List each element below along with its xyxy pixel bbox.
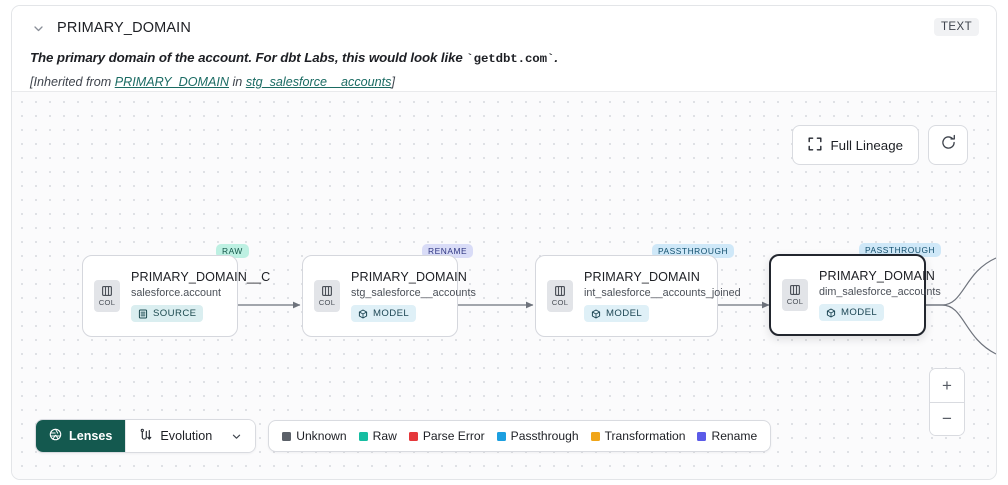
node-subtitle: int_salesforce__accounts_joined bbox=[584, 287, 741, 299]
canvas-top-controls: Full Lineage bbox=[791, 125, 968, 165]
legend-swatch-passthrough bbox=[496, 431, 506, 441]
materialization-label: SOURCE bbox=[153, 308, 197, 319]
page-title: PRIMARY_DOMAIN bbox=[57, 20, 191, 36]
evolution-flow-icon bbox=[139, 428, 153, 445]
materialization-label: MODEL bbox=[606, 308, 643, 319]
inherited-model-link[interactable]: stg_salesforce__accounts bbox=[245, 75, 392, 89]
legend-swatch-unknown bbox=[282, 431, 292, 441]
zoom-controls: + − bbox=[929, 368, 965, 436]
materialization-badge: MODEL bbox=[351, 305, 417, 322]
node-type-pill: PASSTHROUGH bbox=[859, 243, 942, 258]
lineage-node-primary-domain-c[interactable]: COL PRIMARY_DOMAIN__C salesforce.account… bbox=[82, 255, 270, 337]
legend-label: Unknown bbox=[296, 429, 347, 443]
node-title: PRIMARY_DOMAIN bbox=[819, 269, 935, 283]
inherited-middle: in bbox=[229, 75, 246, 89]
canvas-bottom-toolbar: Lenses Evolution bbox=[35, 419, 772, 453]
node-subtitle: salesforce.account bbox=[131, 287, 222, 299]
node-title: PRIMARY_DOMAIN bbox=[584, 270, 700, 284]
node-body: PRIMARY_DOMAIN dim_salesforce_accounts M… bbox=[819, 269, 941, 321]
column-icon: COL bbox=[547, 280, 573, 312]
node-type-pill: RENAME bbox=[422, 244, 474, 259]
materialization-badge: MODEL bbox=[819, 304, 885, 321]
legend-item: Rename bbox=[697, 429, 757, 443]
node-body: PRIMARY_DOMAIN stg_salesforce__accounts … bbox=[351, 270, 476, 322]
zoom-out-button[interactable]: − bbox=[930, 402, 964, 435]
source-table-icon bbox=[138, 309, 148, 319]
lenses-label: Lenses bbox=[69, 429, 113, 443]
column-icon: COL bbox=[782, 279, 808, 311]
lineage-legend: Unknown Raw Parse Error Passthrough bbox=[268, 420, 772, 452]
legend-item: Raw bbox=[358, 429, 397, 443]
legend-label: Raw bbox=[372, 429, 397, 443]
node-body: PRIMARY_DOMAIN int_salesforce__accounts_… bbox=[584, 270, 741, 322]
col-chip-label: COL bbox=[98, 298, 116, 307]
inherited-suffix: ] bbox=[391, 75, 395, 89]
refresh-button[interactable] bbox=[928, 125, 968, 165]
evolution-label: Evolution bbox=[160, 429, 213, 443]
lineage-node-int-salesforce-accounts-joined[interactable]: COL PRIMARY_DOMAIN int_salesforce__accou… bbox=[535, 255, 741, 337]
inherited-from-line: [Inherited from PRIMARY_DOMAIN in stg_sa… bbox=[30, 75, 978, 89]
node-type-pill: RAW bbox=[216, 244, 249, 259]
inherited-prefix: [Inherited from bbox=[30, 75, 115, 89]
materialization-label: MODEL bbox=[373, 308, 410, 319]
legend-item: Transformation bbox=[590, 429, 686, 443]
card-header: PRIMARY_DOMAIN TEXT The primary domain o… bbox=[12, 6, 996, 91]
legend-label: Transformation bbox=[604, 429, 686, 443]
node-title: PRIMARY_DOMAIN bbox=[351, 270, 467, 284]
column-description: The primary domain of the account. For d… bbox=[30, 50, 978, 66]
col-chip-label: COL bbox=[786, 297, 804, 306]
legend-label: Passthrough bbox=[510, 429, 579, 443]
full-lineage-button[interactable]: Full Lineage bbox=[791, 125, 919, 165]
legend-item: Unknown bbox=[282, 429, 347, 443]
legend-swatch-raw bbox=[358, 431, 368, 441]
legend-item: Passthrough bbox=[496, 429, 579, 443]
lineage-node-stg-salesforce-accounts[interactable]: COL PRIMARY_DOMAIN stg_salesforce__accou… bbox=[302, 255, 476, 337]
legend-item: Parse Error bbox=[408, 429, 485, 443]
description-suffix: . bbox=[554, 50, 558, 65]
legend-label: Parse Error bbox=[422, 429, 485, 443]
legend-swatch-rename bbox=[697, 431, 707, 441]
zoom-in-button[interactable]: + bbox=[930, 369, 964, 402]
node-subtitle: dim_salesforce_accounts bbox=[819, 286, 941, 298]
materialization-badge: SOURCE bbox=[131, 305, 204, 322]
node-body: PRIMARY_DOMAIN__C salesforce.account SOU… bbox=[131, 270, 270, 322]
legend-swatch-transformation bbox=[590, 431, 600, 441]
node-type-pill: PASSTHROUGH bbox=[652, 244, 735, 259]
lenses-button[interactable]: Lenses bbox=[36, 420, 126, 452]
column-icon: COL bbox=[314, 280, 340, 312]
chevron-down-icon[interactable] bbox=[30, 20, 46, 36]
full-lineage-label: Full Lineage bbox=[830, 137, 903, 153]
lineage-canvas[interactable]: Full Lineage RAW bbox=[12, 91, 996, 479]
legend-label: Rename bbox=[711, 429, 758, 443]
description-text: The primary domain of the account. For d… bbox=[30, 50, 467, 65]
column-detail-card: PRIMARY_DOMAIN TEXT The primary domain o… bbox=[11, 5, 997, 480]
expand-icon bbox=[808, 137, 822, 154]
inherited-column-link[interactable]: PRIMARY_DOMAIN bbox=[114, 75, 229, 89]
model-cube-icon bbox=[591, 309, 601, 319]
model-cube-icon bbox=[826, 308, 836, 318]
refresh-icon bbox=[940, 134, 957, 156]
status-badge: TEXT bbox=[934, 18, 979, 36]
evolution-dropdown[interactable]: Evolution bbox=[125, 420, 256, 452]
description-code: `getdbt.com` bbox=[466, 52, 555, 66]
col-chip-label: COL bbox=[551, 298, 569, 307]
materialization-badge: MODEL bbox=[584, 305, 650, 322]
legend-swatch-parse-error bbox=[408, 431, 418, 441]
node-title: PRIMARY_DOMAIN__C bbox=[131, 270, 271, 284]
node-subtitle: stg_salesforce__accounts bbox=[351, 287, 476, 299]
lenses-evolution-group: Lenses Evolution bbox=[35, 419, 257, 453]
lineage-node-dim-salesforce-accounts[interactable]: COL PRIMARY_DOMAIN dim_salesforce_accoun… bbox=[769, 254, 941, 336]
model-cube-icon bbox=[358, 309, 368, 319]
column-icon: COL bbox=[94, 280, 120, 312]
materialization-label: MODEL bbox=[841, 307, 878, 318]
col-chip-label: COL bbox=[318, 298, 336, 307]
chevron-down-icon bbox=[231, 431, 242, 442]
lens-aperture-icon bbox=[49, 428, 62, 444]
header-title-row: PRIMARY_DOMAIN bbox=[30, 16, 978, 40]
